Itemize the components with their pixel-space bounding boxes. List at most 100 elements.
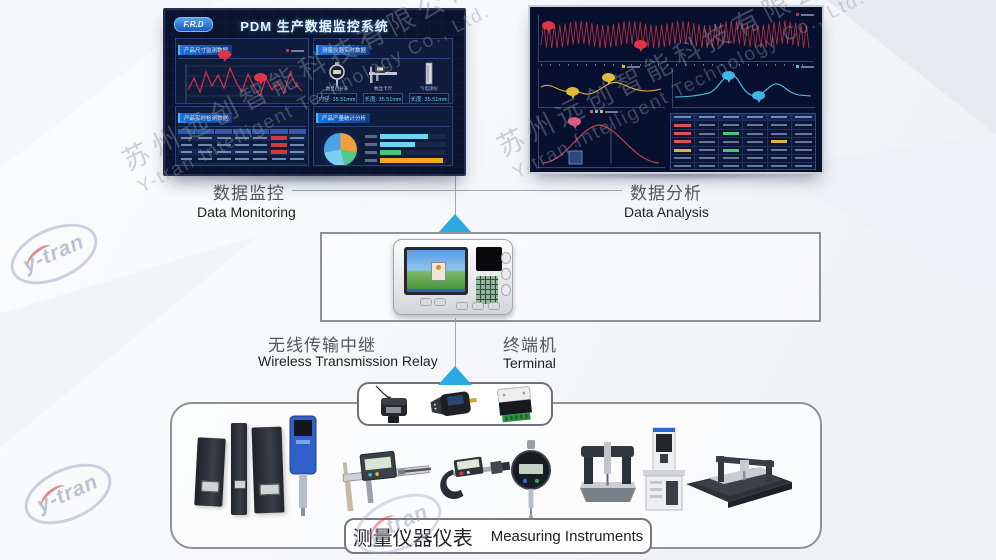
table-cell: [270, 164, 287, 165]
table-cell: [215, 143, 232, 147]
analysis-table-cell: [695, 121, 719, 129]
table-row: [178, 156, 306, 162]
analysis-table-cell: [767, 146, 791, 155]
table-cell: [178, 164, 195, 165]
marker-balloon: [566, 87, 579, 99]
trend-chart-yellow: [538, 69, 665, 108]
gauge-display: [234, 480, 246, 489]
bar-fill: [380, 158, 443, 163]
table-cell: [196, 164, 213, 165]
table-cell: [270, 157, 287, 161]
table-cell: [233, 150, 250, 154]
table-cell: [196, 157, 213, 161]
table-row: [178, 149, 306, 155]
analysis-table-cell: [767, 138, 791, 146]
arrow-up: [438, 366, 472, 385]
relay-module-adapter: [430, 391, 477, 417]
panel-inspection-table: 产品实时检测数据: [175, 106, 309, 166]
ytran-logo-watermark: y-tran: [1, 211, 107, 297]
analysis-table-cell: [671, 129, 695, 138]
alarm-balloon: [634, 40, 647, 52]
analysis-table-cell: [671, 121, 695, 129]
table-row: [178, 142, 306, 148]
table-header-cell: [196, 129, 214, 134]
label-relay-cn: 无线传输中继: [268, 336, 376, 355]
table-cell: [178, 136, 195, 140]
height-gauge-column: [251, 426, 285, 514]
bar-fill: [380, 134, 428, 139]
instruments-caption-box: 测量仪器仪表 Measuring Instruments: [344, 518, 652, 554]
terminal-wallpaper: [407, 250, 465, 292]
label-data-monitoring-cn: 数据监控: [213, 184, 285, 203]
analysis-dashboard: [528, 5, 824, 174]
panel-title: 产品实时检测数据: [178, 113, 233, 123]
connector-line: [292, 190, 456, 191]
analysis-table-cell: [767, 162, 791, 169]
legend-dot: [796, 13, 799, 16]
analysis-table-cell: [767, 155, 791, 162]
bar-row: [365, 150, 446, 155]
panel-title: 测量仪器实时数据: [316, 45, 371, 55]
table-cell: [196, 143, 213, 147]
analysis-table-cell: [695, 146, 719, 155]
label-terminal-cn: 终端机: [503, 336, 557, 355]
cmm-small: [580, 442, 636, 502]
dial-indicator-icon: [316, 62, 359, 86]
panel-rule: [178, 126, 306, 127]
analysis-table: [670, 113, 816, 170]
terminal-button: [434, 298, 446, 306]
instrument-name: 数显百分表: [325, 86, 349, 91]
table-header-cell: [288, 129, 306, 134]
instrument-name: 数显卡尺: [373, 86, 392, 91]
table-row: [178, 163, 306, 165]
table-cell: [233, 164, 250, 165]
table-header-cell: [233, 129, 251, 134]
table-header-cell: [251, 129, 270, 134]
table-header-cell: [214, 129, 233, 134]
distribution-legend: [590, 110, 618, 113]
table-row: [178, 135, 306, 141]
bar-track: [380, 150, 446, 155]
ytran-logo-swoosh: [37, 481, 71, 512]
bar-fill: [380, 150, 402, 155]
table-cell: [233, 157, 250, 161]
bar-label-bar: [365, 143, 377, 146]
table-cell: [233, 143, 250, 147]
terminal-taskbar: [407, 289, 465, 292]
analysis-table-cell: [719, 138, 743, 146]
analysis-table-cell: [695, 138, 719, 146]
table-cell: [178, 157, 195, 161]
instrument-name: 气电测仪: [419, 86, 438, 91]
connector-line: [455, 176, 456, 218]
legend-label-bar: [605, 110, 618, 113]
table-cell: [289, 157, 306, 161]
table-header-cell: [178, 129, 196, 134]
legend-label-bar: [627, 65, 640, 68]
table-header-row: [178, 129, 306, 134]
analysis-table-cell: [671, 155, 695, 162]
connector-line: [456, 190, 622, 191]
panel-instrument-readings: 测量仪器实时数据 数显百分表 内径: 35.51mm: [313, 38, 453, 104]
table-cell: [215, 150, 232, 154]
monitor-dashboard-title: PDM 生产数据监控系统: [240, 19, 389, 34]
table-cell: [233, 136, 250, 140]
analysis-table-cell: [743, 114, 767, 121]
vision-measuring-machine: [643, 427, 685, 511]
panel-production-stats: 产品产量统计分析 0 2000 4000 6000: [313, 106, 453, 166]
oscillation-chart: [538, 15, 813, 66]
label-data-monitoring-en: Data Monitoring: [197, 204, 296, 220]
distribution-chart: [538, 115, 665, 168]
analysis-table-cell: [695, 129, 719, 138]
table-header-cell: [270, 129, 288, 134]
instrument-reading-airgauge: 气电测仪 长度: 35.51mm: [408, 62, 451, 103]
bar-row: [365, 134, 446, 139]
table-cell: [252, 150, 269, 154]
gantry-cmm: [686, 456, 792, 508]
trend-chart-cyan: [672, 69, 815, 108]
table-cell: [252, 143, 269, 147]
terminal-dialog: [431, 262, 446, 281]
analysis-table-cell: [791, 162, 815, 169]
gauge-display: [259, 483, 280, 496]
bar-track: [380, 158, 446, 163]
air-gauge-icon: [408, 62, 451, 86]
